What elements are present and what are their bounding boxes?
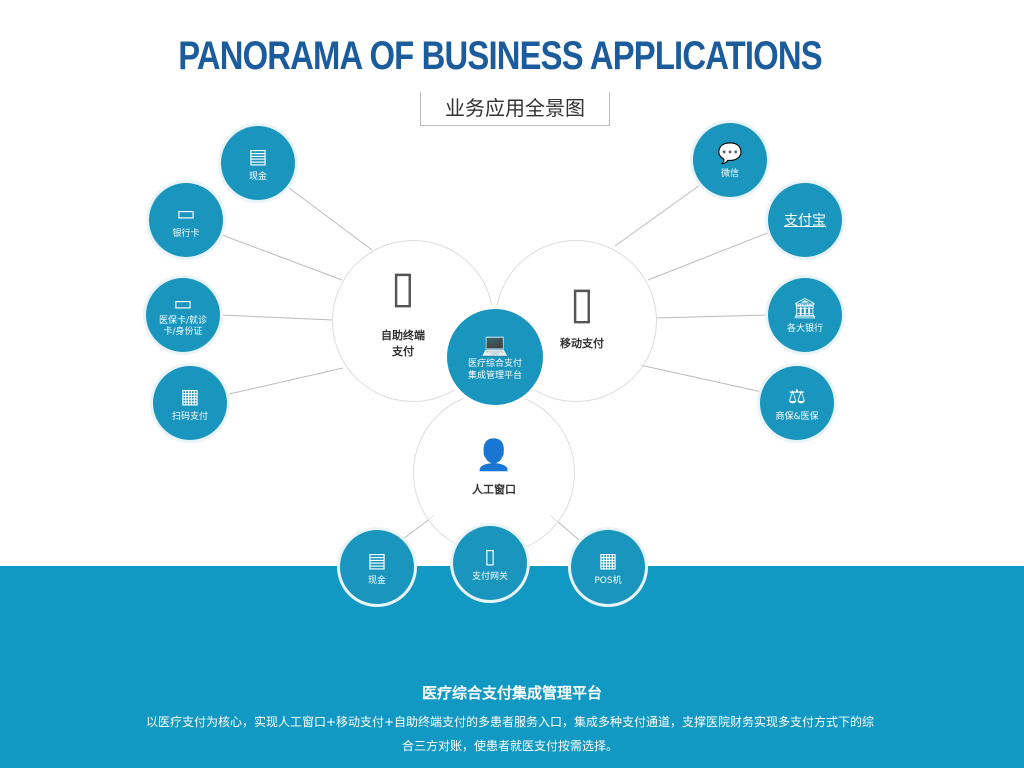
id-card-icon: ▭ <box>173 291 193 315</box>
scale-icon: ⚖ <box>788 383 806 408</box>
description-title: 医疗综合支付集成管理平台 <box>421 684 602 702</box>
bank-icon: 🏛 <box>792 295 818 320</box>
right-node-wechat: 💬微信 <box>693 123 767 197</box>
agent-icon: 👤 <box>475 438 513 473</box>
manual-channel: 👤 人工窗口 <box>413 392 575 554</box>
core-platform: 💻 医疗综合支付集成管理平台 <box>443 305 547 409</box>
right-node-insurance: ⚖商保&医保 <box>760 366 834 440</box>
left-node-cash: ▤现金 <box>221 126 295 200</box>
left-node-bank-card: ▭银行卡 <box>149 183 223 257</box>
bottom-node-pos: ▦POS机 <box>571 530 645 604</box>
cash-icon: ▤ <box>248 143 268 168</box>
phone-icon: ▯ <box>569 278 595 329</box>
right-node-alipay: 支付宝 <box>768 183 842 257</box>
bank-card-icon: ▭ <box>176 200 196 225</box>
right-node-banks: 🏛各大银行 <box>768 278 842 352</box>
qr-code-icon: ▦ <box>180 383 200 408</box>
page-title: PANORAMA OF BUSINESS APPLICATIONS <box>178 34 822 78</box>
description-text: 以医疗支付为核心，实现人工窗口+移动支付+自助终端支付的多患者服务入口，集成多种… <box>145 715 875 753</box>
cash-icon: ▤ <box>367 547 387 572</box>
laptop-icon: 💻 <box>481 332 509 358</box>
page-subtitle: 业务应用全景图 <box>420 92 610 126</box>
alipay-icon: 支付宝 <box>784 213 826 229</box>
pos-icon: ▦ <box>598 547 618 572</box>
bottom-node-gateway: ▯支付网关 <box>453 526 527 600</box>
tablet-icon: ▯ <box>484 543 496 568</box>
bottom-node-cash: ▤现金 <box>340 530 414 604</box>
left-node-id-card: ▭医保卡/就诊卡/身份证 <box>146 278 220 352</box>
wechat-icon: 💬 <box>717 140 743 165</box>
bottom-band <box>0 566 1024 768</box>
kiosk-icon: ▯ <box>390 262 416 313</box>
left-node-qr: ▦扫码支付 <box>153 366 227 440</box>
